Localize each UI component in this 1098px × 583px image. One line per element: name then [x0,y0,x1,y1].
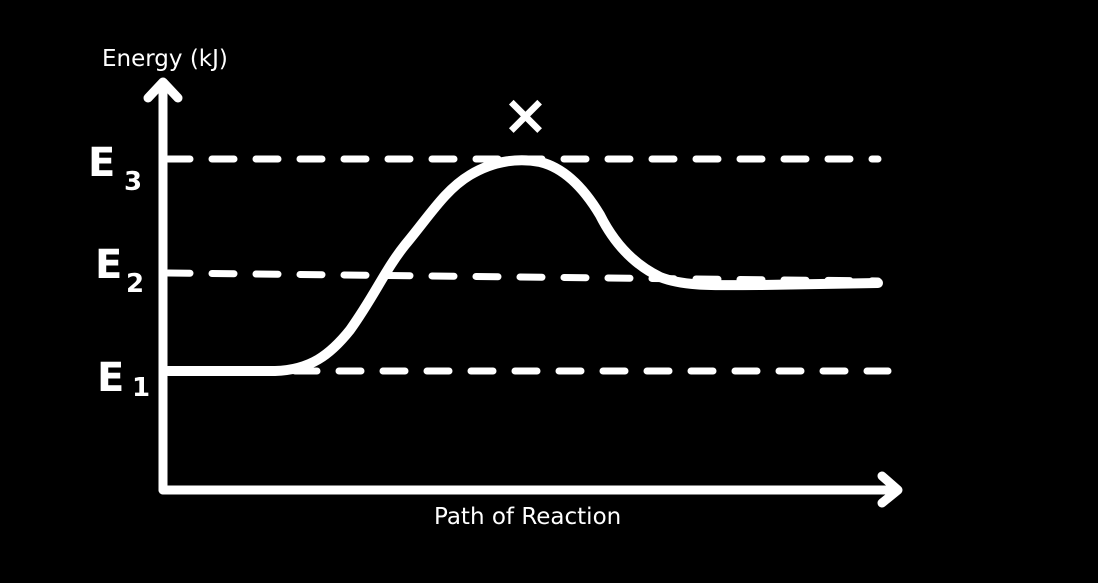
svg-text:E: E [97,355,124,401]
transition-state-marker: × [502,83,549,148]
y-axis-arrowhead [143,77,183,103]
svg-text:E: E [95,242,122,288]
x-axis-arrowhead [877,471,903,508]
y-axis-label: Energy (kJ) [102,46,228,72]
level-label-e1: E 1 [97,355,150,403]
svg-text:E: E [88,140,115,186]
x-axis-label: Path of Reaction [434,504,621,530]
svg-text:3: 3 [124,167,142,197]
level-label-e3: E 3 [88,140,142,197]
reaction-curve [163,155,883,376]
level-line-e2 [164,269,882,285]
svg-text:2: 2 [126,269,144,299]
svg-text:1: 1 [132,373,150,403]
level-label-e2: E 2 [95,242,144,299]
